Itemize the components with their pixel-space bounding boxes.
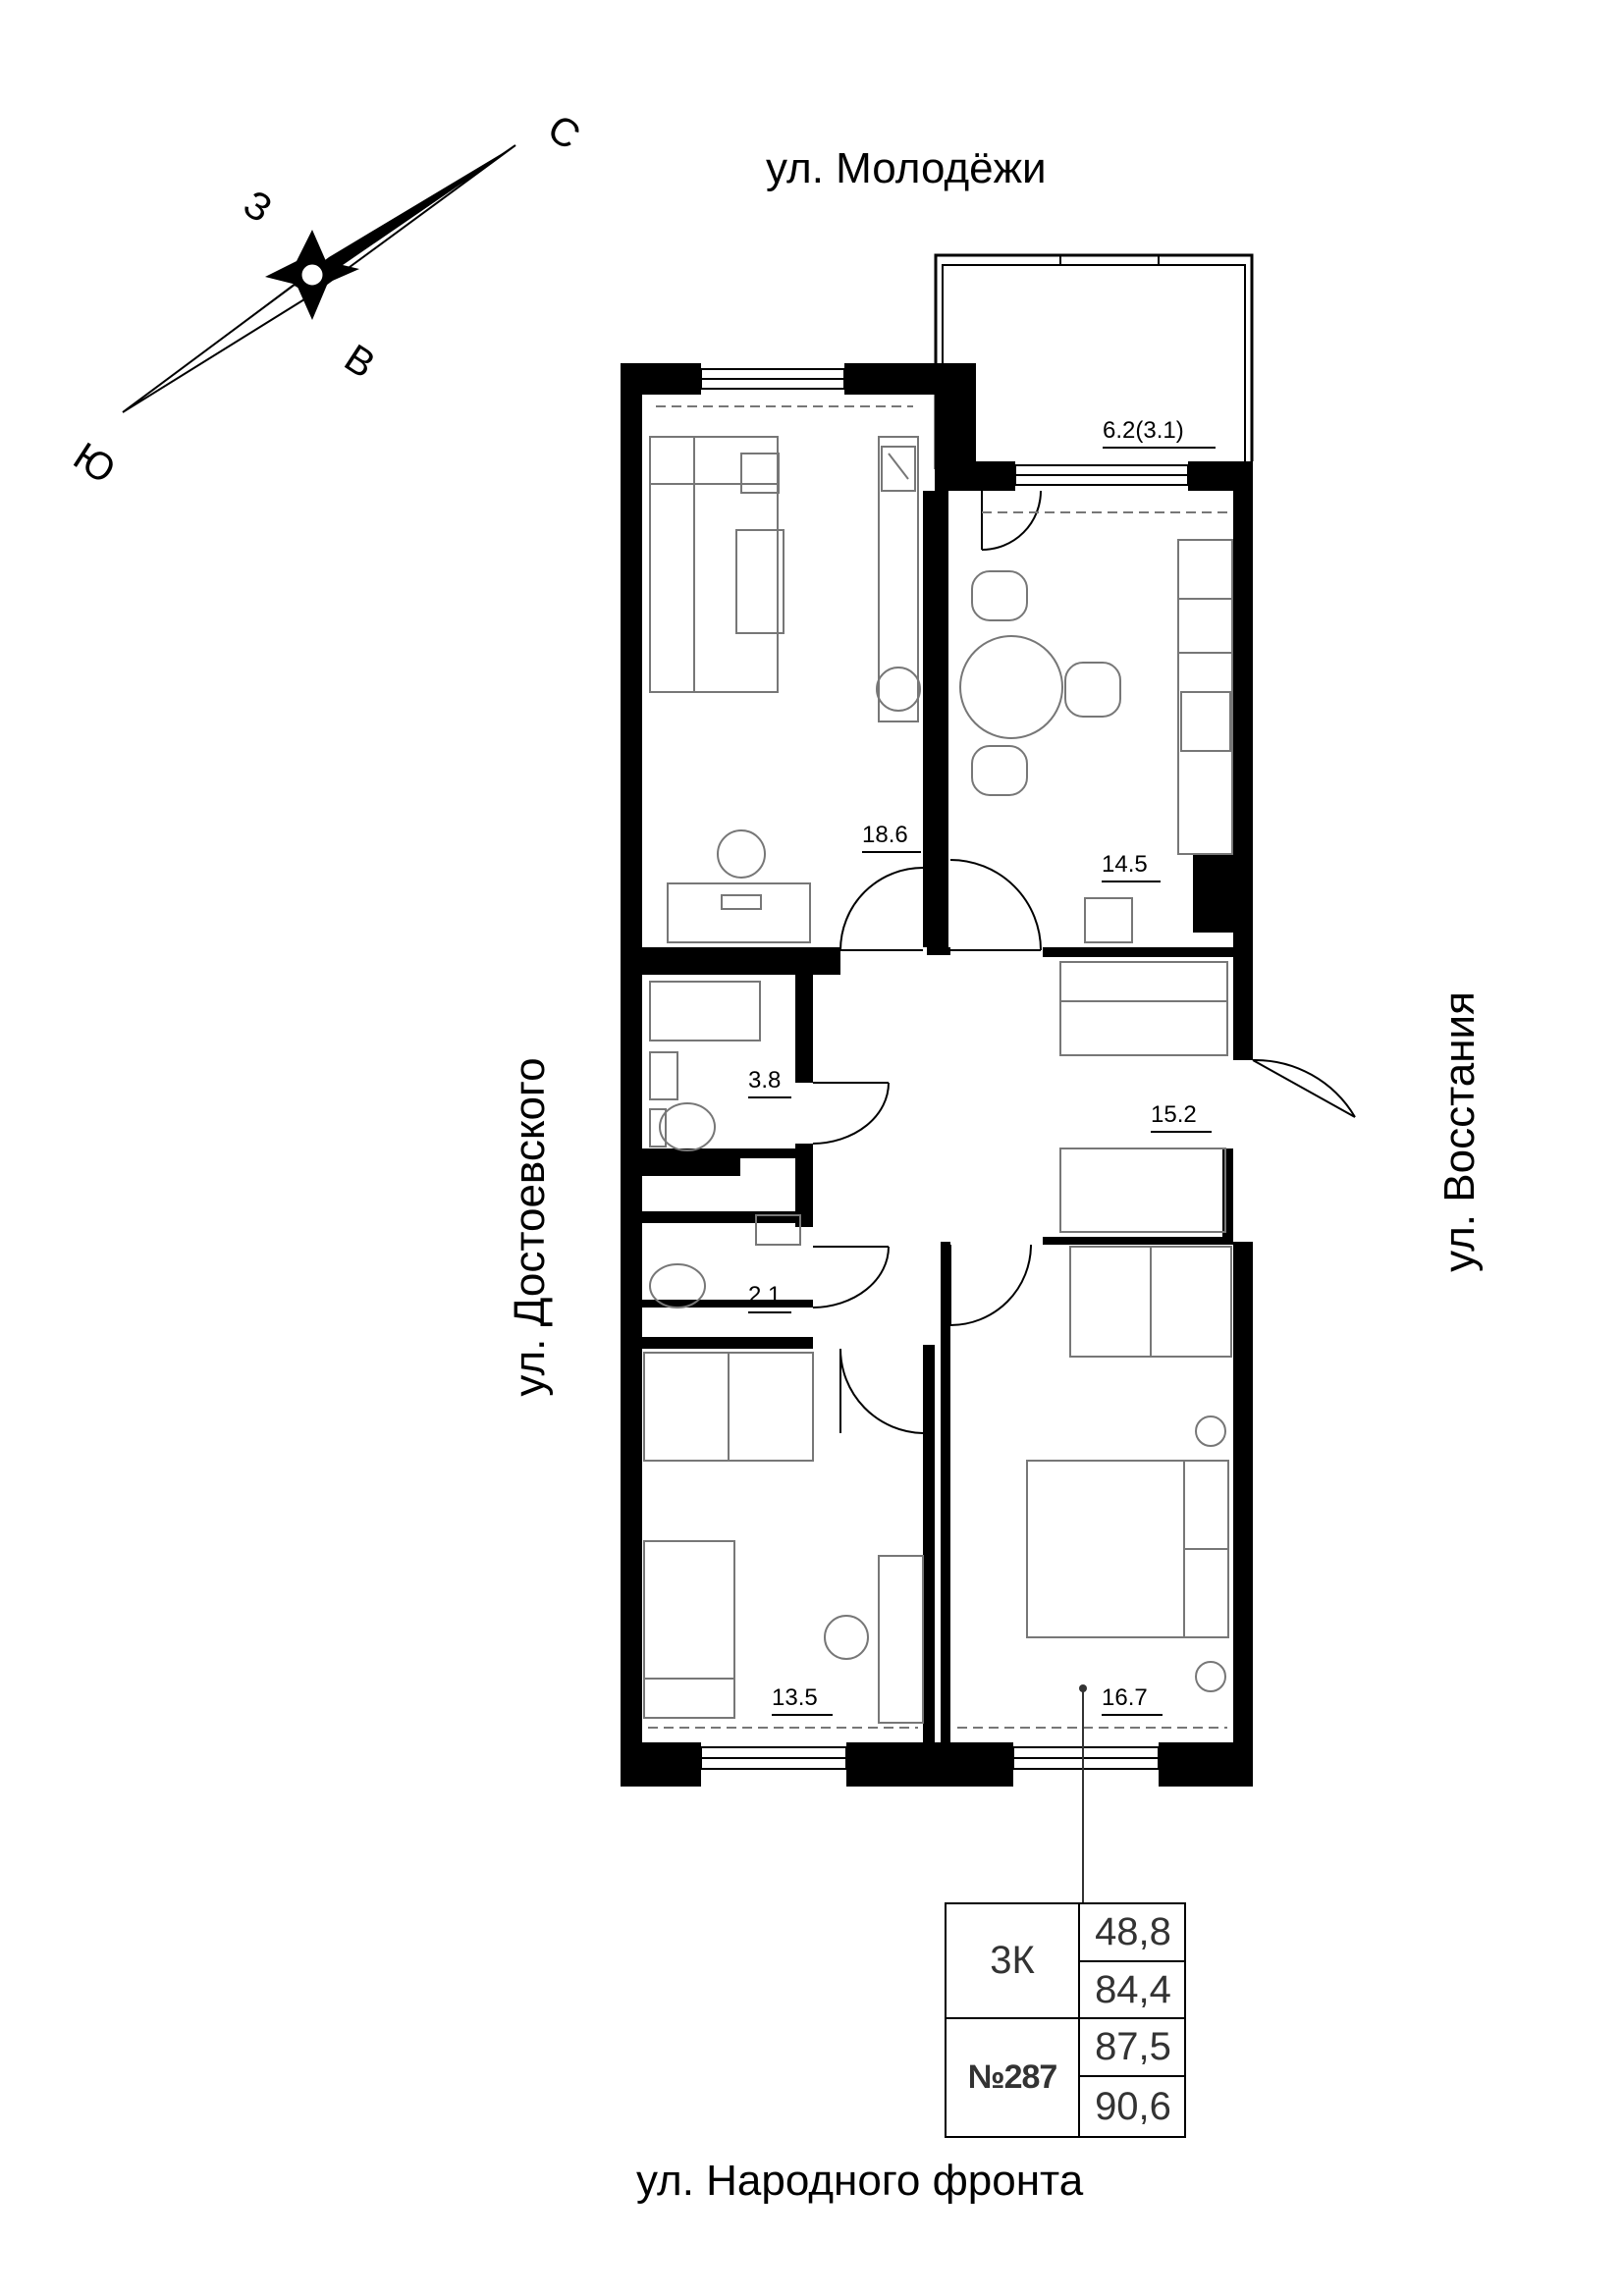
- room-labels: 6.2(3.1) 18.6 14.5 3.8 15.2 2.1 13.5 16.…: [748, 417, 1216, 1716]
- room-area-bedroom-right: 16.7: [1102, 1684, 1148, 1711]
- outer-walls: [621, 363, 1253, 1787]
- doors: [812, 490, 1356, 1434]
- room-area-bathroom: 3.8: [748, 1067, 781, 1094]
- street-label-bottom: ул. Народного фронта: [636, 2157, 1084, 2205]
- room-area-balcony: 6.2(3.1): [1103, 417, 1184, 444]
- room-area-living: 18.6: [862, 822, 908, 848]
- area-total: 84,4: [1080, 1962, 1186, 2019]
- apartment-summary-table: 3К №287 48,8 84,4 87,5 90,6: [945, 1902, 1186, 2138]
- apartment-number: №287: [947, 2019, 1080, 2136]
- interior-walls: [642, 491, 1233, 1742]
- area-balcony-reduced: 87,5: [1080, 2019, 1186, 2077]
- area-living: 48,8: [1080, 1904, 1186, 1962]
- street-label-top: ул. Молодёжи: [766, 144, 1047, 192]
- room-area-bedroom-left: 13.5: [772, 1684, 818, 1711]
- room-area-hall: 15.2: [1151, 1101, 1197, 1128]
- compass-north-label: С: [540, 107, 587, 159]
- apartment-type: 3К: [947, 1904, 1080, 2019]
- compass-west-label: З: [236, 183, 279, 232]
- room-area-kitchen: 14.5: [1102, 851, 1148, 878]
- furniture: [643, 405, 1233, 1729]
- compass-rose: С З В Ю: [66, 107, 587, 493]
- compass-south-label: Ю: [66, 435, 123, 493]
- compass-east-label: В: [337, 337, 382, 387]
- balcony: [934, 253, 1254, 469]
- windows: [700, 368, 1189, 1770]
- area-balcony-full: 90,6: [1095, 2084, 1171, 2128]
- room-area-toilet: 2.1: [748, 1282, 781, 1308]
- leader-line: [1079, 1684, 1087, 1902]
